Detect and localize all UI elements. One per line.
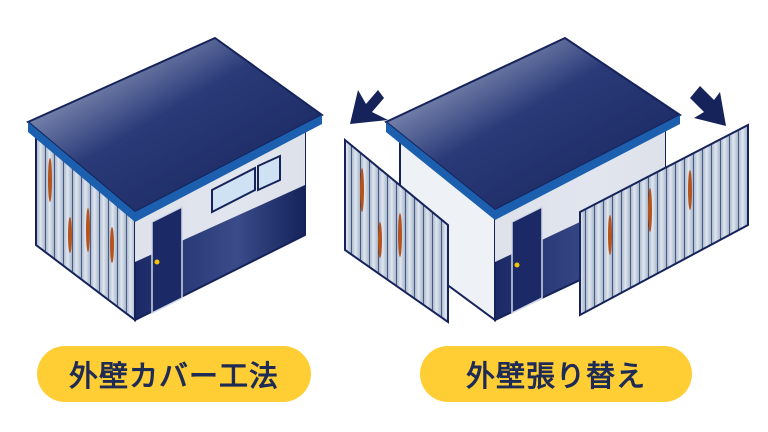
arrow-left-icon	[350, 90, 388, 124]
label-cover-method: 外壁カバー工法	[37, 346, 311, 402]
door-knob	[514, 262, 520, 268]
label-replacement: 外壁張り替え	[420, 346, 692, 402]
window	[211, 166, 256, 214]
door-knob	[154, 259, 160, 265]
house-cover-method	[26, 36, 324, 323]
detached-panel-left	[344, 137, 449, 324]
arrow-right-icon	[690, 86, 726, 126]
door	[511, 205, 543, 315]
door	[151, 205, 183, 315]
rust-marks	[48, 158, 114, 263]
window	[257, 154, 281, 192]
house-replacement	[344, 36, 749, 324]
detached-panel-right	[579, 123, 749, 317]
rust-marks	[360, 168, 692, 258]
